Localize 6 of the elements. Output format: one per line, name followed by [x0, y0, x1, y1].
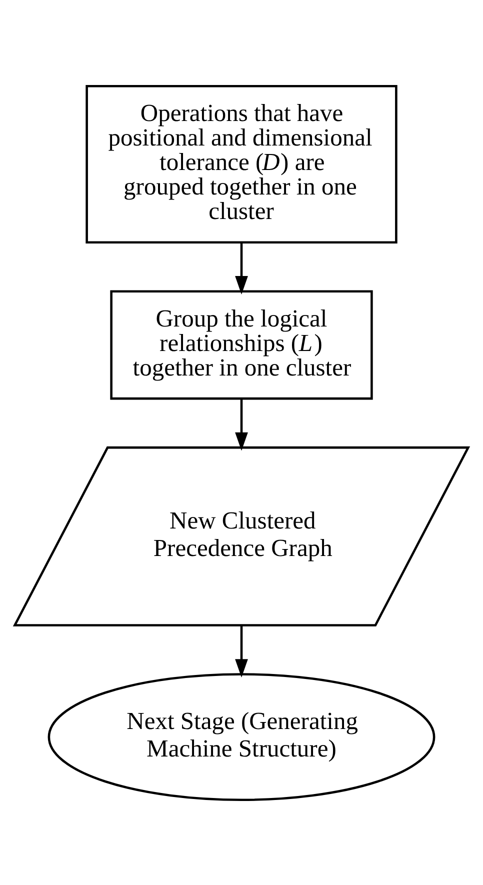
arrow: [235, 625, 248, 677]
node-box: Operations that have positional and dimensional tolerance (D) are grouped together in one cluster: [86, 84, 398, 243]
arrow: [235, 242, 248, 294]
node-box: Group the logical relationships (L) together in one cluster: [110, 290, 373, 400]
node-ellipse: Next Stage (Generating Machine Structure): [48, 672, 436, 801]
arrow: [235, 398, 248, 450]
